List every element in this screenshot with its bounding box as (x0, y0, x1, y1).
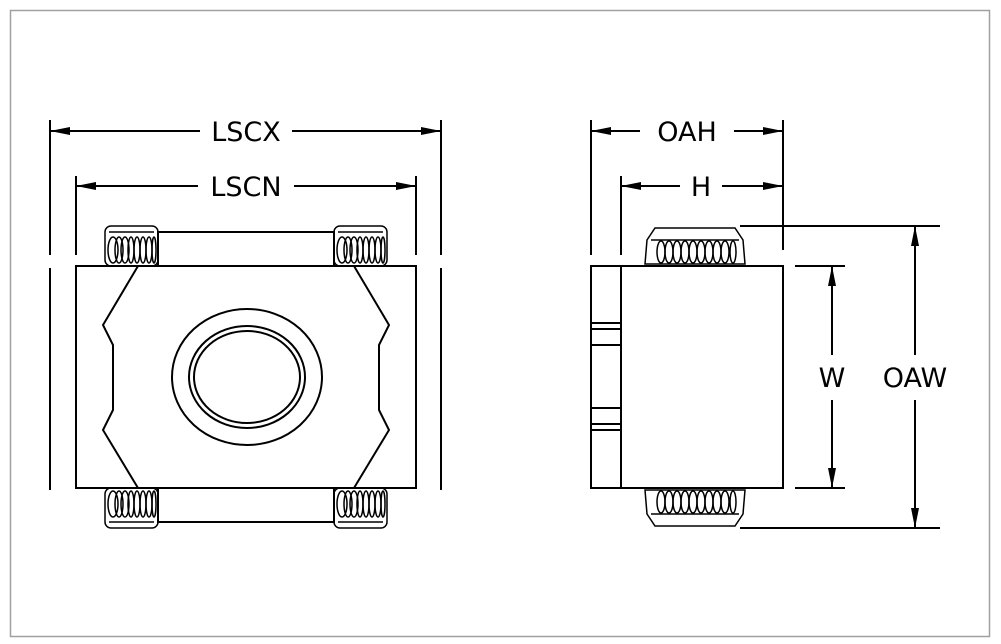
spring-coil-top-right (333, 225, 388, 267)
lscn-dimension: LSCN (75, 172, 417, 255)
side-slots (591, 322, 621, 431)
h-dimension: H (620, 172, 783, 255)
spring-coil-bottom (644, 489, 746, 527)
lscn-label: LSCN (210, 172, 281, 203)
oaw-dimension: OAW (740, 225, 947, 529)
nut-thread-outer (188, 325, 306, 429)
side-view (590, 227, 784, 527)
nut-thread-inner (193, 330, 301, 424)
cage-right-chamfer (353, 265, 391, 489)
w-dimension: W (795, 265, 846, 489)
bottom-spring-bar (157, 487, 335, 523)
lscx-dimension: LSCX (49, 117, 442, 490)
cage-body (75, 265, 417, 489)
w-label: W (819, 363, 846, 394)
spring-coil-top (644, 227, 746, 265)
h-label: H (691, 172, 711, 203)
lscx-label: LSCX (211, 117, 281, 148)
oah-label: OAH (657, 117, 717, 148)
front-view (75, 225, 417, 529)
spring-coil-bottom-left (104, 487, 159, 529)
cage-left-chamfer (101, 265, 139, 489)
oaw-label: OAW (883, 363, 947, 394)
nut-outer-ring (171, 308, 323, 446)
spring-coil-top-left (104, 225, 159, 267)
drawing-frame (9, 9, 991, 638)
top-spring-bar (157, 231, 335, 267)
side-body (590, 265, 784, 489)
spring-coil-bottom-right (333, 487, 388, 529)
oah-dimension: OAH (590, 117, 784, 255)
